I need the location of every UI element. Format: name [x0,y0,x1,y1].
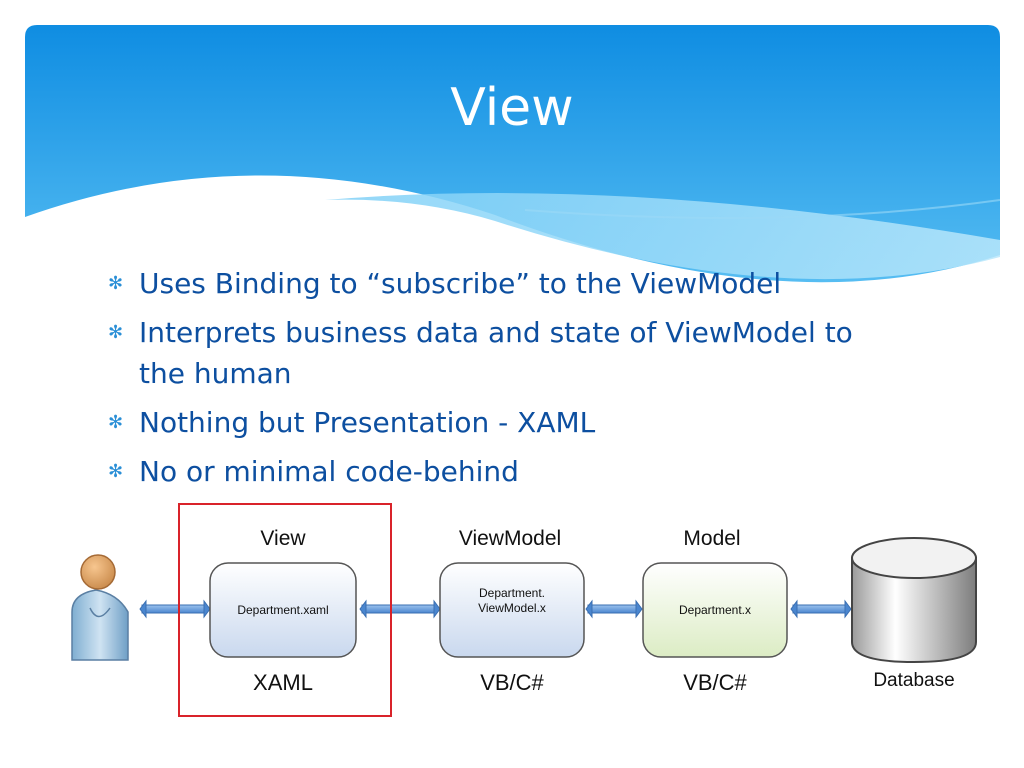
bullet-text: Nothing but Presentation - XAML [139,406,596,439]
asterisk-bullet-icon: ✻ [108,273,124,294]
asterisk-bullet-icon: ✻ [108,461,124,482]
view-highlight-frame [178,503,392,717]
arrow-viewmodel-model [585,599,643,619]
bullet-list: ✻ Uses Binding to “subscribe” to the View… [108,263,898,500]
slide-header-banner [25,25,1000,285]
bullet-text: Uses Binding to “subscribe” to the ViewM… [139,267,782,300]
model-tech-label: VB/C# [683,670,747,695]
model-component-box [642,562,788,658]
arrow-view-viewmodel [359,599,441,619]
bullet-item: ✻ Nothing but Presentation - XAML [108,402,898,443]
view-layer-title: View [260,527,306,550]
wave-background [25,25,1000,283]
viewmodel-component-box [439,562,585,658]
bullet-item: ✻ Interprets business data and state of V… [108,312,898,394]
arrow-model-database [790,599,852,619]
asterisk-bullet-icon: ✻ [108,322,124,343]
viewmodel-component-label-line2: ViewModel.x [478,601,546,615]
viewmodel-layer-title: ViewModel [459,527,561,550]
bullet-item: ✻ Uses Binding to “subscribe” to the View… [108,263,898,304]
database-label: Database [873,670,954,691]
database-cylinder-icon [851,537,977,664]
model-component-label: Department.x [679,603,751,617]
model-layer-title: Model [683,527,740,550]
view-tech-label: XAML [253,670,313,695]
view-component-label: Department.xaml [237,603,328,617]
slide-title: View [450,78,574,138]
mvvm-diagram: View Department.xaml XAML ViewModel Depa… [0,490,1024,730]
viewmodel-tech-label: VB/C# [480,670,544,695]
bullet-item: ✻ No or minimal code-behind [108,451,898,492]
bullet-text: Interprets business data and state of Vi… [139,316,853,390]
viewmodel-component-label-line1: Department. [479,586,545,600]
bullet-text: No or minimal code-behind [139,455,519,488]
asterisk-bullet-icon: ✻ [108,412,124,433]
arrow-user-view [139,599,211,619]
user-person-icon [71,554,129,661]
view-component-box [209,562,357,658]
